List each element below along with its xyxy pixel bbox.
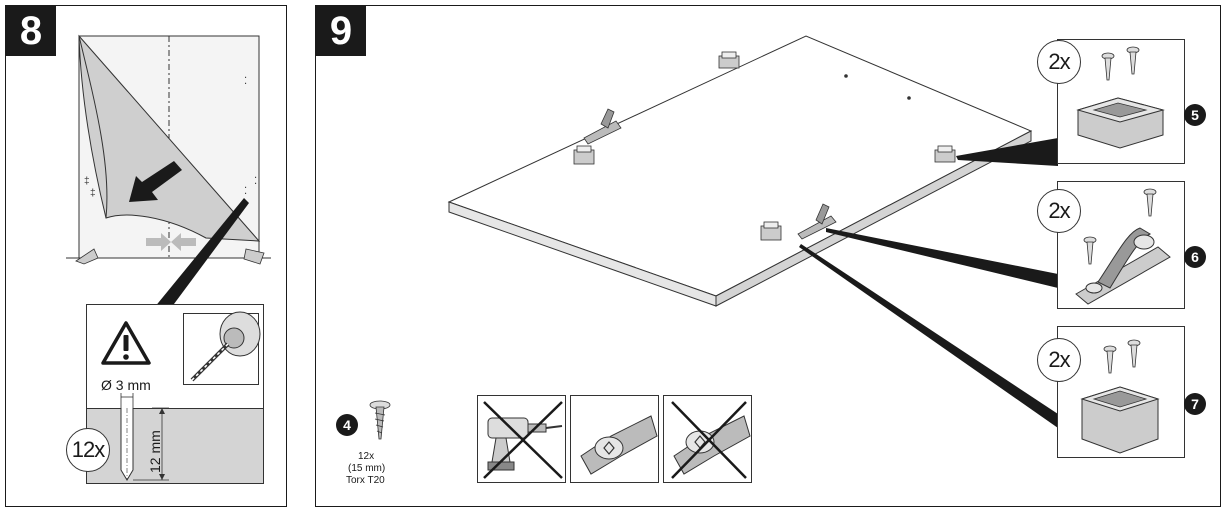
- drill-hole-diagram: [120, 393, 169, 481]
- screw-drive: Torx T20: [346, 475, 385, 486]
- svg-text:⁚: ⁚: [244, 76, 247, 87]
- screw-quantity: 12x: [358, 451, 375, 462]
- svg-text:‡: ‡: [90, 188, 96, 199]
- part-7-detail: [1057, 326, 1185, 458]
- part-5-quantity: 2x: [1037, 40, 1081, 84]
- drill-diameter-label: Ø 3 mm: [101, 377, 151, 393]
- step-9-panel: 9: [315, 5, 1221, 507]
- arrow-icon: [129, 161, 182, 202]
- part-7-callout: 7: [1184, 393, 1206, 415]
- svg-text:‡: ‡: [84, 176, 90, 187]
- power-drill-crossed-icon: [477, 395, 566, 483]
- svg-text:⁚: ⁚: [254, 176, 257, 187]
- screw-4-drawing: [369, 400, 391, 440]
- screw-correct-icon: [570, 395, 659, 483]
- part-6-quantity: 2x: [1037, 189, 1081, 233]
- part-7-quantity: 2x: [1037, 338, 1081, 382]
- warning-icon: [101, 321, 151, 365]
- drill-icon: [183, 311, 261, 385]
- drill-detail-box: Ø 3 mm 12 mm: [86, 304, 264, 484]
- hinge-part-drawing: [1075, 188, 1171, 305]
- foot-part-drawing: [1080, 339, 1160, 454]
- glide-part-drawing: [1076, 46, 1165, 149]
- step-9-badge: 9: [316, 6, 366, 56]
- screw-overtightened-crossed-icon: [663, 395, 752, 483]
- screw-length: (15 mm): [348, 463, 386, 474]
- step-8-panel: 8 ⁚ ⁚ ⁚ ‡ ‡: [5, 5, 287, 507]
- board-illustration: [369, 35, 1058, 440]
- material-cross-section: [87, 408, 263, 483]
- drill-depth-label: 12 mm: [147, 430, 163, 473]
- part-5-detail: [1057, 39, 1185, 164]
- part-6-callout: 6: [1184, 246, 1206, 268]
- screw-callout-4: 4: [336, 414, 358, 436]
- step-8-badge: 8: [6, 6, 56, 56]
- part-5-callout: 5: [1184, 104, 1206, 126]
- svg-text:⁚: ⁚: [244, 186, 247, 197]
- panel-foil-illustration: ⁚ ⁚ ⁚ ‡ ‡: [66, 34, 271, 308]
- hole-count-badge: 12x: [66, 428, 110, 472]
